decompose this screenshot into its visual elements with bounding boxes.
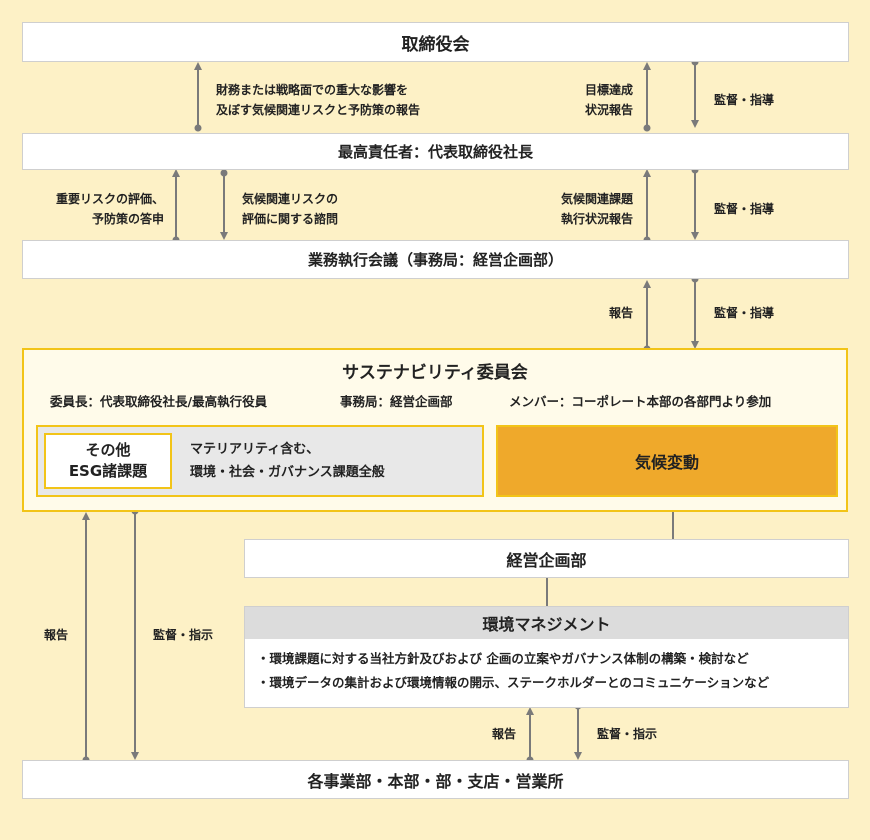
committee-secretariat: 事務局：経営企画部 bbox=[340, 394, 453, 409]
committee-members: メンバー：コーポレート本部の各部門より参加 bbox=[509, 394, 772, 409]
env-bullet: ・環境課題に対する当社方針及びおよび 企画の立案やガバナンス体制の構築・検討など bbox=[257, 651, 749, 666]
committee-chair: 委員長：代表取締役社長/最高執行役員 bbox=[50, 394, 268, 409]
ceo-box: 最高責任者：代表取締役社長 bbox=[22, 133, 849, 170]
supervise-label-1: 監督・指導 bbox=[714, 93, 775, 107]
climate-exec-label: 気候関連課題執行状況報告 bbox=[560, 192, 633, 226]
env-management-title: 環境マネジメント bbox=[245, 607, 848, 639]
env-bullet: ・環境データの集計および環境情報の開示、ステークホルダーとのコミュニケーションな… bbox=[257, 675, 770, 690]
corp-planning-box: 経営企画部 bbox=[244, 539, 849, 578]
goal-report-label: 目標達成状況報告 bbox=[584, 83, 633, 117]
esg-description: マテリアリティ含む、環境・社会・ガバナンス課題全般 bbox=[190, 442, 385, 480]
advice-label: 重要リスクの評価、予防策の答申 bbox=[55, 192, 164, 226]
board-box: 取締役会 bbox=[22, 22, 849, 62]
report-label-bottom: 報告 bbox=[491, 727, 516, 741]
supervise-label-left: 監督・指示 bbox=[153, 628, 214, 642]
supervise-label-2: 監督・指導 bbox=[714, 202, 775, 216]
board-report-label: 財務または戦略面での重大な影響を及ぼす気候関連リスクと予防策の報告 bbox=[216, 83, 421, 117]
sustainability-title: サステナビリティ委員会 bbox=[342, 363, 528, 383]
supervise-label-bottom: 監督・指示 bbox=[597, 727, 658, 741]
divisions-box: 各事業部・本部・部・支店・営業所 bbox=[22, 760, 849, 799]
env-management-box: 環境マネジメント ・環境課題に対する当社方針及びおよび 企画の立案やガバナンス体… bbox=[244, 606, 849, 708]
report-label-left: 報告 bbox=[44, 628, 69, 642]
climate-change-box: 気候変動 bbox=[496, 425, 838, 497]
report-label-3: 報告 bbox=[608, 306, 633, 320]
supervise-label-3: 監督・指導 bbox=[714, 306, 775, 320]
exec-meeting-box: 業務執行会議（事務局：経営企画部） bbox=[22, 240, 849, 279]
consult-label: 気候関連リスクの評価に関する諮問 bbox=[242, 192, 339, 226]
